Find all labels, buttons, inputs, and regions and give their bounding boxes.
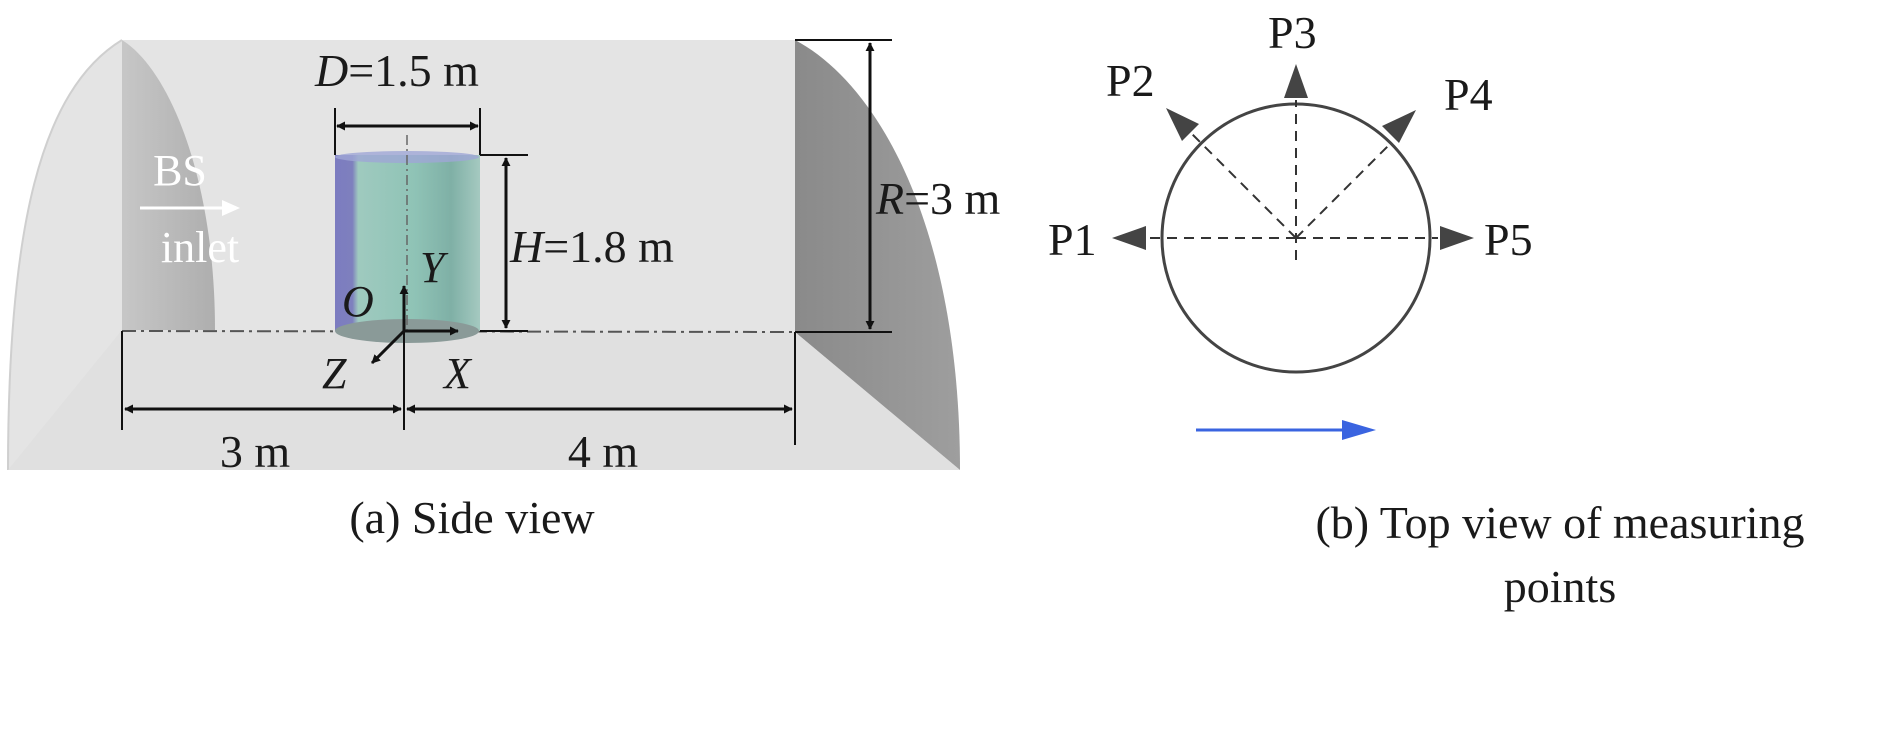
point-label-p2: P2: [1106, 55, 1155, 106]
axis-x-label: X: [442, 349, 473, 398]
inlet-label-line1: BS: [153, 146, 207, 195]
radius-label: R=3 m: [875, 173, 1001, 224]
tunnel-outlet-face: [795, 40, 960, 470]
z-axis: [370, 329, 406, 365]
arrowhead-p2: [1166, 108, 1199, 141]
point-label-p4: P4: [1444, 69, 1493, 120]
arrowhead-p3: [1284, 64, 1308, 98]
top-view-caption-line1: (b) Top view of measuring: [1315, 497, 1804, 548]
tunnel-inlet-arc: [7, 39, 123, 471]
tunnel-floor: [8, 330, 960, 470]
downstream-length-label: 4 m: [568, 426, 639, 477]
inlet-label-line2: inlet: [161, 223, 239, 272]
arrowhead-p5: [1440, 226, 1474, 250]
top-view-caption-line2: points: [1504, 561, 1616, 612]
arrowhead-p4: [1382, 110, 1416, 143]
axis-origin-label: O: [342, 277, 374, 326]
upstream-length-label: 3 m: [220, 426, 291, 477]
ray-p4: [1295, 145, 1389, 239]
side-view-caption: (a) Side view: [349, 492, 595, 543]
inlet-arrow-head: [222, 200, 240, 216]
axis-y-label: Y: [420, 243, 449, 292]
side-view: D=1.5 m H=1.8 m R=3 m 3 m 4 m BS inlet: [7, 39, 1001, 543]
diameter-label: D=1.5 m: [314, 45, 479, 96]
point-label-p1: P1: [1048, 214, 1097, 265]
axis-z-label: Z: [322, 349, 347, 398]
point-label-p5: P5: [1484, 214, 1533, 265]
arrowhead-p1: [1112, 226, 1146, 250]
ray-p2: [1187, 129, 1297, 239]
top-view: P1 P2 P3 P4 P5 (b) Top view of measuring…: [1048, 7, 1805, 612]
height-label: H=1.8 m: [509, 221, 674, 272]
point-label-p3: P3: [1268, 7, 1317, 58]
tunnel-inlet-face: [122, 40, 215, 330]
flow-direction-arrow-head: [1342, 420, 1376, 440]
